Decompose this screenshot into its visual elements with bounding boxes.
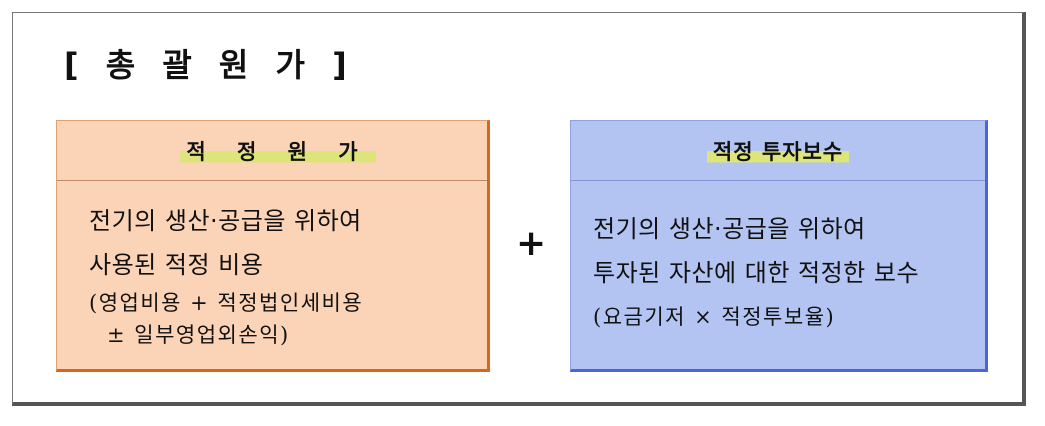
proper-cost-box: 적 정 원 가 전기의 생산·공급을 위하여 사용된 적정 비용 (영업비용 +… bbox=[56, 120, 490, 372]
proper-cost-header: 적 정 원 가 bbox=[57, 121, 487, 181]
proper-cost-line-2: 사용된 적정 비용 bbox=[89, 251, 264, 279]
proper-cost-line-1: 전기의 생산·공급을 위하여 bbox=[89, 207, 362, 235]
page-title: [ 총 괄 원 가 ] bbox=[64, 46, 355, 84]
proper-cost-line-4: ± 일부영업외손익) bbox=[107, 323, 290, 347]
investment-return-box: 적정 투자보수 전기의 생산·공급을 위하여 투자된 자산에 대한 적정한 보수… bbox=[570, 120, 988, 372]
investment-return-title: 적정 투자보수 bbox=[706, 135, 850, 166]
proper-cost-body: 전기의 생산·공급을 위하여 사용된 적정 비용 (영업비용 + 적정법인세비용… bbox=[57, 181, 487, 351]
investment-return-body: 전기의 생산·공급을 위하여 투자된 자산에 대한 적정한 보수 (요금기저 ×… bbox=[571, 181, 985, 333]
proper-cost-line-3: (영업비용 + 적정법인세비용 bbox=[89, 291, 364, 315]
investment-return-line-1: 전기의 생산·공급을 위하여 bbox=[593, 215, 866, 243]
investment-return-line-2: 투자된 자산에 대한 적정한 보수 bbox=[593, 259, 920, 287]
investment-return-header: 적정 투자보수 bbox=[571, 121, 985, 181]
investment-return-line-3: (요금기저 × 적정투보율) bbox=[593, 305, 836, 329]
plus-operator: + bbox=[516, 223, 547, 264]
proper-cost-title: 적 정 원 가 bbox=[180, 135, 376, 166]
